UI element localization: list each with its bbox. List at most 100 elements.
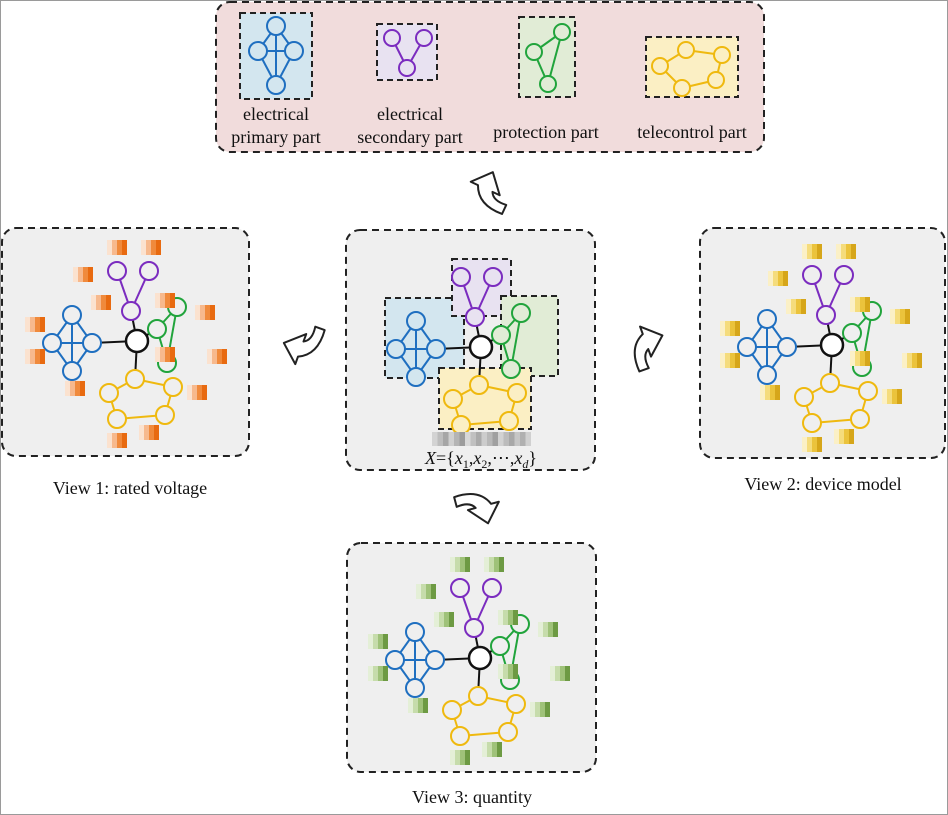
feature-stripe bbox=[154, 425, 159, 440]
feature-stripe bbox=[817, 244, 822, 259]
feature-stripe bbox=[107, 240, 112, 255]
primary-node bbox=[425, 650, 445, 670]
feature-stripe bbox=[900, 309, 905, 324]
feature-stripe bbox=[187, 385, 192, 400]
view2-feature bbox=[720, 321, 740, 336]
feature-stripe bbox=[117, 433, 122, 448]
center-feature-stripe bbox=[487, 432, 493, 446]
legend-protection-label: protection part bbox=[493, 122, 598, 142]
view1-feature bbox=[187, 385, 207, 400]
view3-feature bbox=[550, 666, 570, 681]
feature-stripe bbox=[796, 299, 801, 314]
feature-stripe bbox=[25, 349, 30, 364]
feature-stripe bbox=[730, 353, 735, 368]
feature-stripe bbox=[807, 437, 812, 452]
feature-stripe bbox=[907, 353, 912, 368]
feature-stripe bbox=[75, 381, 80, 396]
feature-stripe bbox=[107, 433, 112, 448]
feature-stripe bbox=[160, 293, 165, 308]
feature-stripe bbox=[730, 321, 735, 336]
view1-feature bbox=[65, 381, 85, 396]
center-network bbox=[386, 267, 531, 435]
feature-stripe bbox=[760, 385, 765, 400]
view1-feature bbox=[25, 349, 45, 364]
primary-node bbox=[405, 678, 425, 698]
telecontrol-node bbox=[451, 415, 471, 435]
legend-telecontrol-label: telecontrol part bbox=[637, 122, 746, 142]
feature-stripe bbox=[855, 351, 860, 366]
feature-stripe bbox=[850, 351, 855, 366]
primary-node bbox=[386, 339, 406, 359]
view1-feature bbox=[139, 425, 159, 440]
center-feature-stripe bbox=[525, 432, 531, 446]
view2-feature bbox=[720, 353, 740, 368]
feature-stripe bbox=[773, 271, 778, 286]
feature-stripe bbox=[834, 429, 839, 444]
center-feature-stripe bbox=[470, 432, 476, 446]
feature-stripe bbox=[892, 389, 897, 404]
feature-stripe bbox=[165, 293, 170, 308]
feature-stripe bbox=[449, 612, 454, 627]
feature-stripe bbox=[503, 610, 508, 625]
view3-feature bbox=[434, 612, 454, 627]
feature-stripe bbox=[368, 634, 373, 649]
view1-feature bbox=[107, 433, 127, 448]
feature-stripe bbox=[851, 244, 856, 259]
feature-stripe bbox=[492, 742, 497, 757]
telecontrol-node bbox=[468, 686, 488, 706]
arrow-left-icon bbox=[282, 325, 326, 366]
view3-feature bbox=[368, 666, 388, 681]
center-feature-stripe bbox=[459, 432, 465, 446]
feature-stripe bbox=[170, 293, 175, 308]
feature-stripe bbox=[155, 347, 160, 362]
feature-stripe bbox=[439, 612, 444, 627]
view3-feature bbox=[498, 610, 518, 625]
view2-feature bbox=[768, 271, 788, 286]
feature-stripe bbox=[450, 557, 455, 572]
feature-stripe bbox=[550, 666, 555, 681]
legend-primary-label-line2: primary part bbox=[231, 127, 320, 147]
feature-stripe bbox=[905, 309, 910, 324]
feature-stripe bbox=[112, 240, 117, 255]
feature-stripe bbox=[540, 702, 545, 717]
primary-node bbox=[42, 333, 62, 353]
telecontrol-node bbox=[163, 377, 183, 397]
feature-stripe bbox=[30, 317, 35, 332]
center-feature-stripe bbox=[514, 432, 520, 446]
view2-feature bbox=[882, 389, 902, 404]
feature-stripe bbox=[807, 244, 812, 259]
feature-stripe bbox=[783, 271, 788, 286]
feature-stripe bbox=[368, 666, 373, 681]
feature-stripe bbox=[423, 698, 428, 713]
primary-node bbox=[62, 361, 82, 381]
arrow-shape bbox=[469, 171, 508, 215]
feature-stripe bbox=[543, 622, 548, 637]
protection-node bbox=[511, 303, 531, 323]
feature-stripe bbox=[156, 240, 161, 255]
feature-stripe bbox=[222, 349, 227, 364]
arrow-right-icon bbox=[633, 325, 664, 373]
feature-stripe bbox=[484, 557, 489, 572]
feature-stripe bbox=[865, 351, 870, 366]
feature-stripe bbox=[30, 349, 35, 364]
secondary-node bbox=[121, 301, 141, 321]
feature-stripe bbox=[860, 297, 865, 312]
view3-feature bbox=[416, 584, 436, 599]
arrow-shape bbox=[453, 493, 500, 525]
secondary-node bbox=[834, 265, 854, 285]
telecontrol-node bbox=[450, 726, 470, 746]
feature-stripe bbox=[890, 309, 895, 324]
feature-stripe bbox=[78, 267, 83, 282]
feature-stripe bbox=[508, 610, 513, 625]
feature-stripe bbox=[40, 317, 45, 332]
feature-stripe bbox=[170, 347, 175, 362]
feature-stripe bbox=[73, 267, 78, 282]
view2-feature bbox=[834, 429, 854, 444]
feature-stripe bbox=[895, 309, 900, 324]
telecontrol-node bbox=[820, 373, 840, 393]
feature-stripe bbox=[155, 293, 160, 308]
feature-stripe bbox=[503, 664, 508, 679]
feature-stripe bbox=[735, 321, 740, 336]
feature-stripe bbox=[101, 295, 106, 310]
view2-label: View 2: device model bbox=[744, 474, 901, 494]
